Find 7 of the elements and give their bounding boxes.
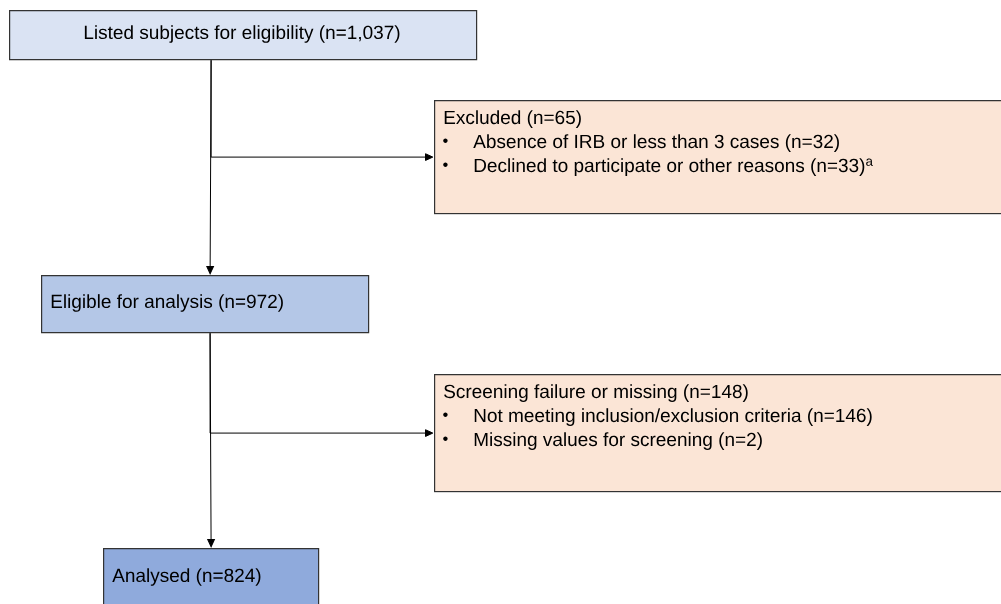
arrow [209,332,434,437]
arrow [210,59,434,161]
process-box: Listed subjects for eligibility (n=1,037) [9,10,478,61]
exclusion-box: Screening failure or missing (n=148) Not meeting inclusion/exclusion criteria (n=146) Missing values for screening (n=2) [434,374,1001,493]
process-box: Analysed (n=824) [103,548,320,604]
exclusion-box: Excluded (n=65) Absence of IRB or less than 3 cases (n=32) Declined to participate or other reasons (n=33)$^{a}$ [434,100,1001,215]
process-box: Eligible for analysis (n=972) [41,275,370,334]
